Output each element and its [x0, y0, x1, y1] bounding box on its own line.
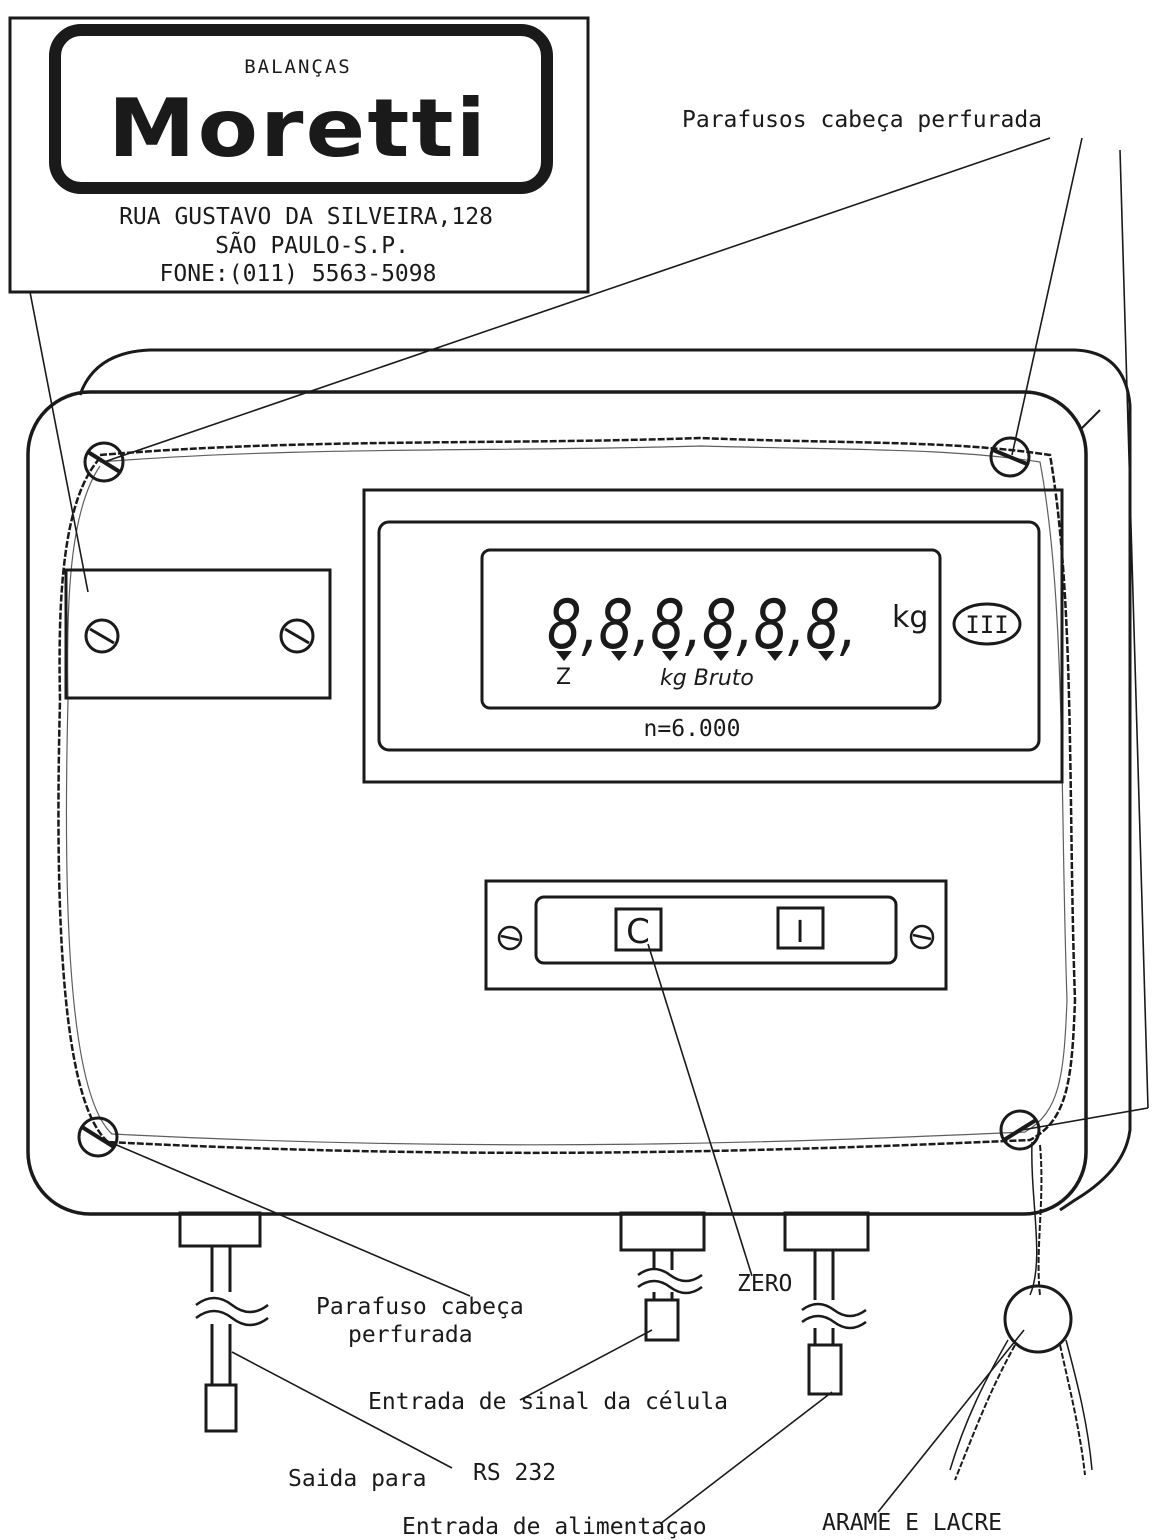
- keypad: [484, 879, 948, 991]
- rs232-cable: [178, 1211, 269, 1433]
- display-panel: 8,8,8,8,8,8, Z kg Bruto kg III n=6.000: [362, 488, 1064, 784]
- logo-small-label: BALANÇAS: [244, 56, 352, 78]
- lead-seal: [949, 1141, 1093, 1481]
- annunciator-gross-label: kg Bruto: [660, 666, 754, 691]
- annunciator-zero-label: Z: [556, 665, 571, 690]
- leader-lines: [29, 137, 1149, 1525]
- label-rs232-prefix: Saida para: [288, 1466, 426, 1492]
- zero-key-symbol: C: [626, 912, 650, 952]
- label-bottom-screw-1: Parafuso cabeça: [316, 1294, 524, 1320]
- address-line-1: RUA GUSTAVO DA SILVEIRA,128: [119, 204, 493, 230]
- annotations: Parafusos cabeça perfurada Parafuso cabe…: [288, 107, 1042, 1540]
- label-power-input: Entrada de alimentaçao: [402, 1514, 707, 1540]
- label-cell-input: Entrada de sinal da célula: [368, 1389, 728, 1415]
- seal-wire: [57, 436, 1077, 1155]
- power-key[interactable]: I: [776, 906, 825, 950]
- manufacturer-plate: BALANÇAS Moretti RUA GUSTAVO DA SILVEIRA…: [8, 16, 590, 294]
- annunciator-arrows: [556, 651, 834, 661]
- display-digits: 8,8,8,8,8,8,: [547, 586, 857, 665]
- screw-top-right: [989, 436, 1031, 478]
- label-seal: ARAME E LACRE: [822, 1510, 1002, 1536]
- power-cable: [783, 1211, 870, 1396]
- label-bottom-screw-2: perfurada: [348, 1322, 473, 1348]
- phone-line: FONE:(011) 5563-5098: [160, 261, 437, 287]
- label-rs232: RS 232: [473, 1460, 556, 1486]
- logo-brand: Moretti: [108, 82, 488, 175]
- screw-bottom-right: [999, 1109, 1041, 1151]
- label-zero: ZERO: [737, 1271, 792, 1297]
- cell-cable: [619, 1211, 706, 1342]
- cover-plate: [64, 568, 332, 700]
- display-unit: kg: [892, 600, 928, 635]
- accuracy-class: III: [965, 611, 1008, 639]
- accuracy-class-badge: [952, 602, 1022, 646]
- power-key-symbol: I: [796, 915, 805, 950]
- divisions-label: n=6.000: [644, 716, 741, 742]
- address-line-2: SÃO PAULO-S.P.: [215, 231, 409, 259]
- zero-key[interactable]: C: [614, 907, 663, 952]
- enclosure: [26, 348, 1132, 1216]
- label-top-screws: Parafusos cabeça perfurada: [682, 107, 1042, 133]
